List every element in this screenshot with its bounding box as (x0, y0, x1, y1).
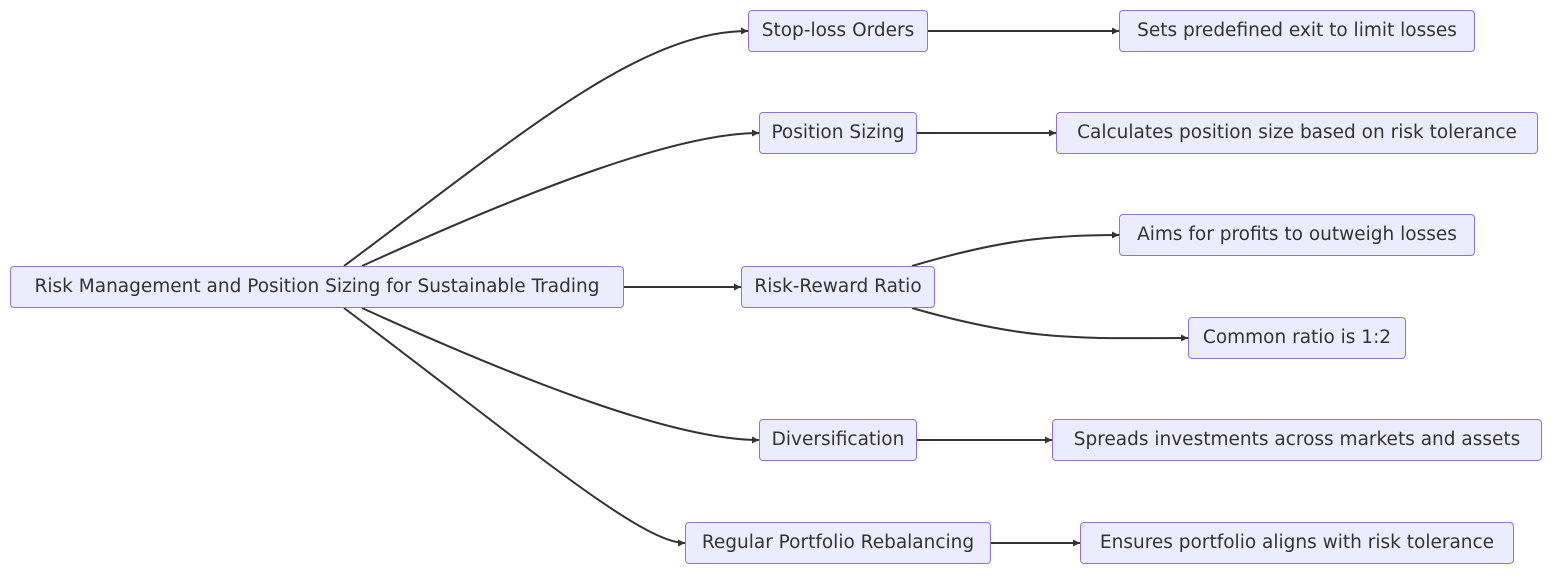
node-rebal: Regular Portfolio Rebalancing (685, 522, 991, 564)
node-possize-d: Calculates position size based on risk t… (1056, 112, 1538, 154)
node-rebal-d: Ensures portfolio aligns with risk toler… (1080, 522, 1514, 564)
node-divers: Diversification (759, 419, 917, 461)
node-rrratio: Risk-Reward Ratio (741, 266, 935, 308)
node-possize: Position Sizing (759, 112, 917, 154)
edge-rrratio-to-rr-d2 (911, 307, 1189, 342)
node-rr-d2: Common ratio is 1:2 (1188, 317, 1406, 359)
edge-root-to-stoploss (343, 27, 749, 267)
node-root: Risk Management and Position Sizing for … (10, 266, 624, 308)
edge-rrratio-to-rr-d1 (911, 231, 1120, 267)
edge-root-to-divers (361, 307, 760, 444)
node-rr-d1: Aims for profits to outweigh losses (1119, 214, 1475, 256)
node-stoploss-d: Sets predefined exit to limit losses (1119, 10, 1475, 52)
edges-layer (343, 27, 1189, 547)
edge-root-to-rebal (343, 307, 686, 547)
node-divers-d: Spreads investments across markets and a… (1052, 419, 1542, 461)
node-stoploss: Stop-loss Orders (748, 10, 928, 52)
edge-root-to-possize (361, 129, 760, 267)
